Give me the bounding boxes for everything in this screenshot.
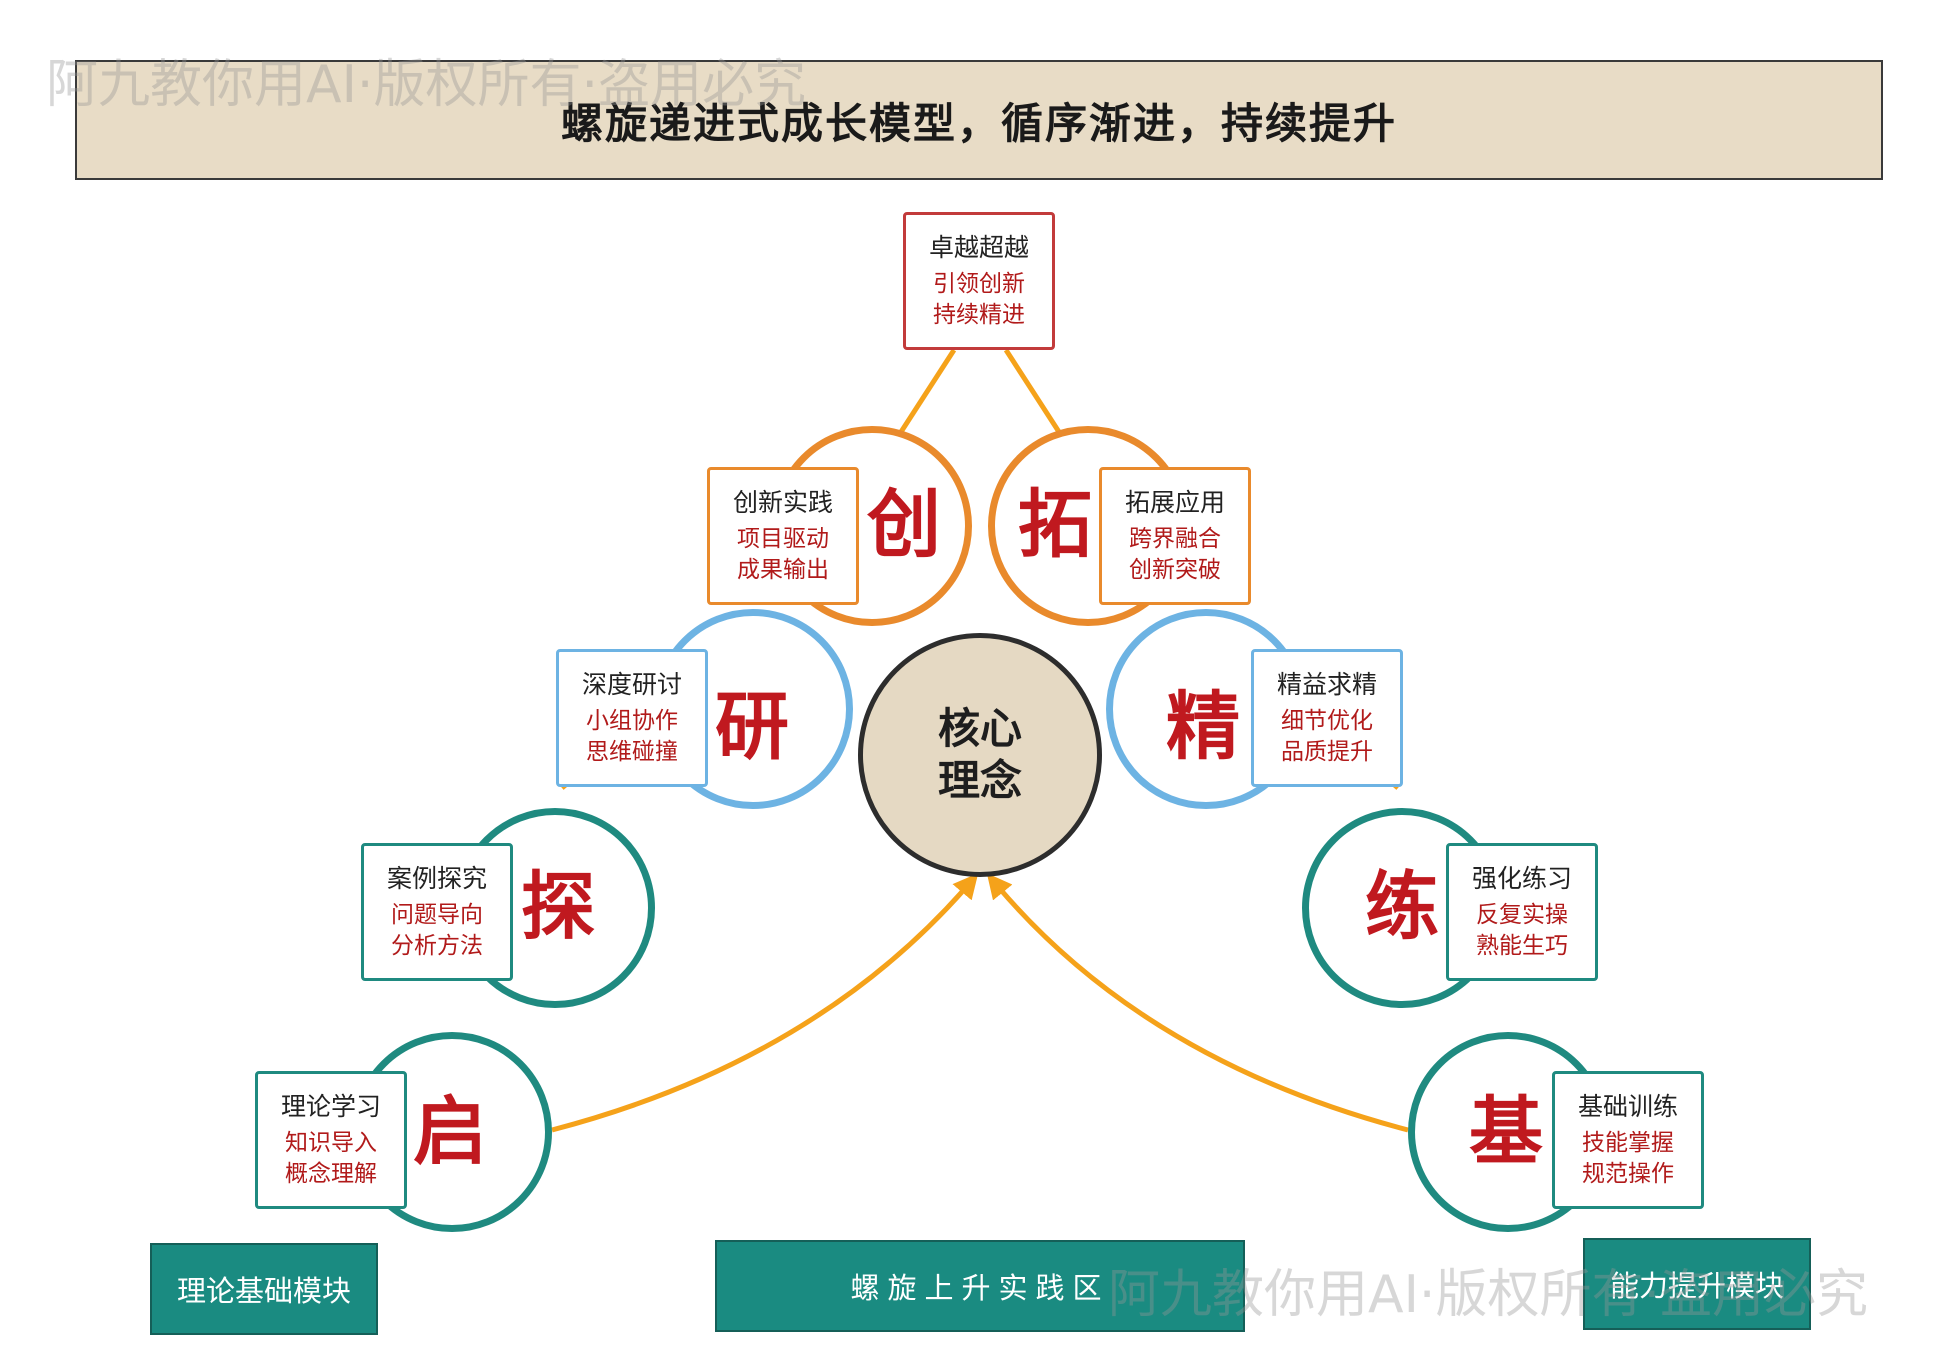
node-jing-heading: 精益求精 <box>1276 670 1377 699</box>
arrow-right-to-core <box>986 873 1409 1133</box>
footer-practice-zone: 螺旋上升实践区 <box>715 1240 1245 1332</box>
node-ji-card: 基础训练 技能掌握 规范操作 <box>1552 1071 1704 1209</box>
node-chuang-line1: 项目驱动 <box>737 526 829 552</box>
node-lian-heading: 强化练习 <box>1471 864 1572 893</box>
node-yan-heading: 深度研讨 <box>581 670 682 699</box>
node-qi-line2: 概念理解 <box>285 1161 377 1187</box>
node-lian-char: 练 <box>1365 864 1439 950</box>
node-qi-card: 理论学习 知识导入 概念理解 <box>255 1071 407 1209</box>
node-jing-line2: 品质提升 <box>1281 739 1373 765</box>
node-chuang-card: 创新实践 项目驱动 成果输出 <box>707 467 859 605</box>
footer-ability-module: 能力提升模块 <box>1583 1238 1811 1330</box>
node-tan-line2: 分析方法 <box>391 933 483 959</box>
node-yan-card: 深度研讨 小组协作 思维碰撞 <box>556 649 708 787</box>
node-lian-line2: 熟能生巧 <box>1476 933 1568 959</box>
node-tuo-card: 拓展应用 跨界融合 创新突破 <box>1099 467 1251 605</box>
arrow-left-to-core <box>551 873 979 1133</box>
core-circle: 核心 理念 <box>858 633 1102 877</box>
top-card-heading: 卓越超越 <box>928 233 1029 262</box>
node-ji-heading: 基础训练 <box>1577 1092 1678 1121</box>
node-lian-line1: 反复实操 <box>1476 902 1568 928</box>
node-lian-card: 强化练习 反复实操 熟能生巧 <box>1446 843 1598 981</box>
node-chuang-heading: 创新实践 <box>732 488 833 517</box>
node-yan-char: 研 <box>715 684 789 770</box>
node-chuang-char: 创 <box>867 482 941 568</box>
core-line1: 核心 <box>937 704 1022 753</box>
node-chuang-line2: 成果输出 <box>737 557 829 583</box>
node-tuo-line2: 创新突破 <box>1129 557 1221 583</box>
node-tan-line1: 问题导向 <box>391 902 483 928</box>
node-tuo-heading: 拓展应用 <box>1124 488 1225 517</box>
node-qi-char: 启 <box>413 1089 487 1175</box>
node-qi-line1: 知识导入 <box>285 1130 377 1156</box>
node-tan-heading: 案例探究 <box>386 864 487 893</box>
node-jing-card: 精益求精 细节优化 品质提升 <box>1251 649 1403 787</box>
top-card-line1: 引领创新 <box>933 271 1025 297</box>
top-card: 卓越超越 引领创新 持续精进 <box>903 212 1055 350</box>
footer-theory-module: 理论基础模块 <box>150 1243 378 1335</box>
node-qi-heading: 理论学习 <box>280 1092 381 1121</box>
core-line2: 理念 <box>937 756 1022 805</box>
node-tuo-line1: 跨界融合 <box>1129 526 1221 552</box>
node-tan-card: 案例探究 问题导向 分析方法 <box>361 843 513 981</box>
top-card-line2: 持续精进 <box>933 302 1025 328</box>
node-tan-char: 探 <box>521 864 595 950</box>
node-jing-char: 精 <box>1166 684 1240 770</box>
diagram-title: 螺旋递进式成长模型，循序渐进，持续提升 <box>75 60 1883 180</box>
node-ji-line1: 技能掌握 <box>1582 1130 1674 1156</box>
node-yan-line2: 思维碰撞 <box>586 739 678 765</box>
node-ji-char: 基 <box>1469 1089 1543 1175</box>
node-ji-line2: 规范操作 <box>1582 1161 1674 1187</box>
node-jing-line1: 细节优化 <box>1281 708 1373 734</box>
node-yan-line1: 小组协作 <box>586 708 678 734</box>
node-tuo-char: 拓 <box>1018 482 1092 568</box>
